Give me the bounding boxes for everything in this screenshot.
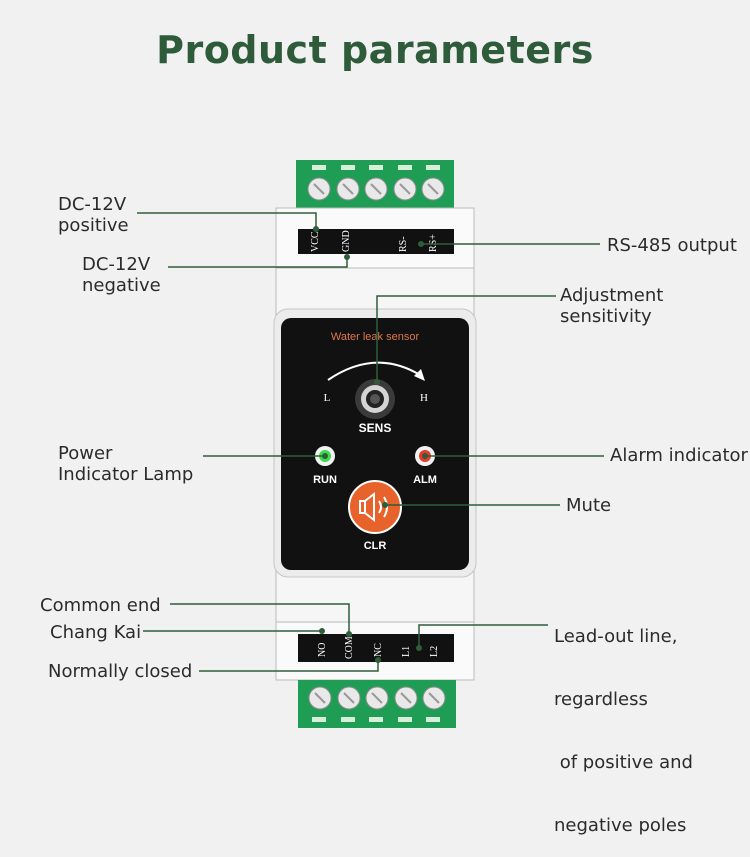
callout-lead-out-line1: Lead-out line, <box>554 626 678 647</box>
callout-dc-negative: DC-12V negative <box>82 254 161 296</box>
leader-lines <box>137 212 604 672</box>
page-title: Product parameters <box>156 28 594 72</box>
terminal-nc: NC <box>373 643 384 657</box>
leader-common-end <box>170 603 350 634</box>
callout-rs485: RS-485 output <box>607 235 737 256</box>
panel-title: Water leak sensor <box>331 331 420 343</box>
callout-sensitivity: Adjustment sensitivity <box>560 285 663 327</box>
terminal-rs-plus: RS+ <box>428 234 439 252</box>
sensitivity-knob[interactable] <box>355 379 395 419</box>
terminal-no: NO <box>317 643 328 657</box>
bottom-terminal-labels: NO COM NC L1 L2 <box>317 636 440 659</box>
mute-button[interactable] <box>348 480 402 534</box>
callout-dc-negative-line1: DC-12V <box>82 254 151 275</box>
callout-lead-out-line2: regardless <box>554 689 648 710</box>
leader-normally-closed <box>199 660 379 672</box>
terminal-vcc: VCC <box>310 231 321 252</box>
front-panel: Water leak sensor L H SENS RUN ALM <box>273 308 477 578</box>
terminal-gnd: GND <box>341 230 352 252</box>
leader-dc-positive <box>137 212 317 229</box>
callout-lead-out: Lead-out line, regardless of positive an… <box>554 584 693 857</box>
knob-right-label: H <box>420 392 428 404</box>
callout-lead-out-line4: negative poles <box>554 815 687 836</box>
screw-icon <box>364 177 388 201</box>
callout-normally-closed: Normally closed <box>48 661 193 682</box>
alm-label: ALM <box>413 474 437 486</box>
callout-dc-positive-line1: DC-12V <box>58 194 127 215</box>
callout-chang-kai: Chang Kai <box>50 622 142 643</box>
callout-sensitivity-line1: Adjustment <box>560 285 664 306</box>
callout-power-lamp-line2: Indicator Lamp <box>58 464 194 485</box>
callout-dc-positive-line2: positive <box>58 215 129 236</box>
screw-icon <box>336 177 360 201</box>
top-terminal-labels: VCC GND RS- RS+ <box>310 230 439 252</box>
screw-icon <box>393 177 417 201</box>
callout-lead-out-line3: of positive and <box>554 752 693 773</box>
callout-power-lamp: Power Indicator Lamp <box>58 443 193 485</box>
top-terminal-block <box>296 160 454 210</box>
callout-power-lamp-line1: Power <box>58 443 113 464</box>
knob-label: SENS <box>359 421 392 435</box>
clr-label: CLR <box>364 540 387 552</box>
screw-icon <box>394 686 418 710</box>
callout-mute: Mute <box>566 495 612 516</box>
screw-icon <box>421 177 445 201</box>
screw-icon <box>308 686 332 710</box>
callout-alarm: Alarm indicator <box>610 445 748 466</box>
run-label: RUN <box>313 474 337 486</box>
callout-sensitivity-line2: sensitivity <box>560 306 652 327</box>
terminal-l1: L1 <box>401 646 412 657</box>
callout-dc-positive: DC-12V positive <box>58 194 129 236</box>
terminal-rs-minus: RS- <box>398 236 409 252</box>
screw-icon <box>337 686 361 710</box>
leader-lead-out <box>418 624 548 648</box>
arrow-icon <box>327 361 421 381</box>
leader-dc-negative <box>168 257 348 268</box>
callout-dc-negative-line2: negative <box>82 275 161 296</box>
knob-left-label: L <box>324 392 331 404</box>
callout-common-end: Common end <box>40 595 161 616</box>
screw-icon <box>307 177 331 201</box>
leader-dots <box>313 226 428 663</box>
screw-icon <box>365 686 389 710</box>
terminal-l2: L2 <box>429 646 440 657</box>
bottom-terminal-block <box>298 680 456 728</box>
device-diagram: Water leak sensor L H SENS RUN ALM <box>137 160 604 728</box>
leader-sensitivity <box>376 295 556 382</box>
screw-icon <box>422 686 446 710</box>
terminal-com: COM <box>344 636 355 659</box>
